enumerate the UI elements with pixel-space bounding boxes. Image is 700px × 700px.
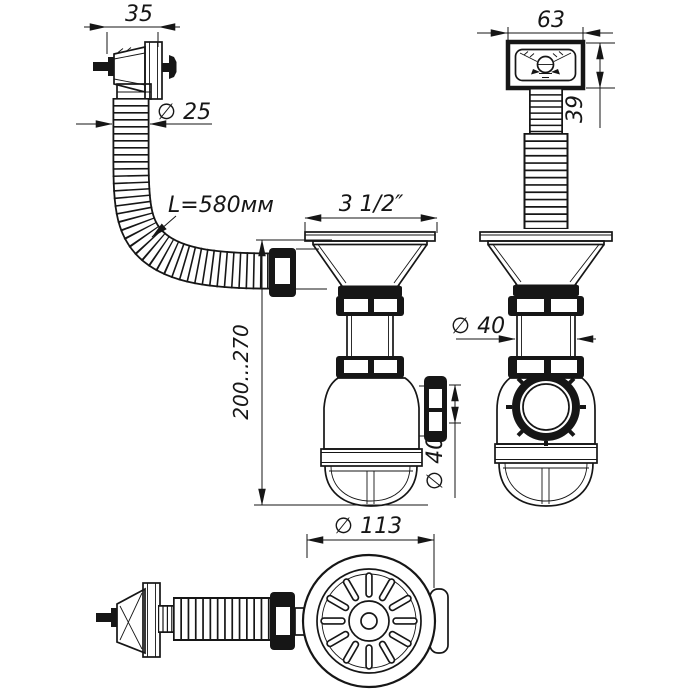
dim-label-hose-length: L=580мм: [168, 193, 274, 218]
corrugated-hose: [112, 98, 270, 290]
dim-label-strainer-size: 3 1/2″: [339, 192, 404, 217]
dimensions: 35 ∅ 25 L=580мм 3 1/2″ 200...270: [76, 2, 615, 588]
dim-label-pipe-diameter: ∅ 40: [451, 314, 505, 339]
dimension-overflow-height: 39: [563, 42, 615, 128]
dim-label-overflow-height: 39: [563, 95, 588, 123]
dimension-overflow-width: 63: [477, 8, 613, 40]
overflow-knob-stem: [162, 63, 169, 72]
tailpipe-assembly-front: [508, 285, 584, 378]
dim-label-overflow-depth: 35: [125, 2, 153, 27]
strainer-side: [296, 231, 436, 290]
overflow-knob-icon: [169, 55, 177, 79]
dim-label-outlet-diameter: ∅ 40: [423, 436, 448, 490]
dimension-flange-diameter: ∅ 113: [306, 514, 435, 588]
overflow-cover-front: [505, 39, 586, 91]
dimension-strainer-size: 3 1/2″: [304, 192, 438, 233]
strainer-center-hole: [360, 612, 378, 630]
dim-label-install-height: 200...270: [229, 324, 253, 419]
thread-collar: [338, 286, 402, 297]
dim-label-hose-diameter: ∅ 25: [157, 100, 211, 125]
dimension-hose-length: L=580мм: [151, 193, 274, 238]
dimension-install-height: 200...270: [229, 239, 428, 506]
tailpipe-assembly: [336, 286, 404, 378]
hose-nut: [269, 248, 296, 297]
dimension-outlet-diameter: ∅ 40: [423, 384, 461, 498]
overflow-fitting-side: [93, 41, 177, 100]
siphon-body-front: [494, 373, 598, 507]
outlet-port: [512, 373, 580, 441]
dimension-overflow-depth: 35: [84, 2, 180, 54]
strainer-center-boss: [348, 600, 390, 642]
dimension-pipe-diameter: ∅ 40: [451, 314, 596, 343]
view-front-right: [479, 39, 613, 507]
dim-label-flange-diameter: ∅ 113: [334, 514, 402, 539]
view-side-left: [93, 41, 447, 507]
dim-label-overflow-width: 63: [537, 8, 565, 33]
siphon-body-side: [320, 376, 447, 507]
dimension-hose-diameter: ∅ 25: [76, 100, 212, 128]
strainer-grid-top: [301, 553, 449, 689]
outlet-nut: [424, 376, 447, 442]
hose-nut-bottom: [270, 592, 306, 650]
strainer-front: [479, 231, 613, 286]
view-bottom: [96, 553, 449, 689]
overflow-fitting-bottom: [96, 582, 161, 658]
